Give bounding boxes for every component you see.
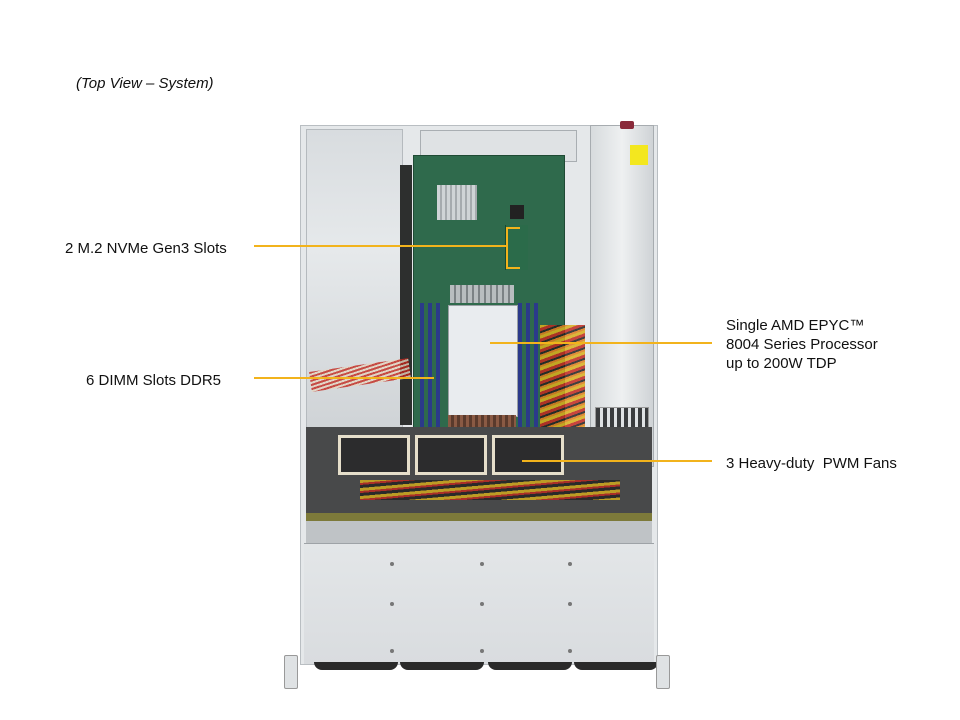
dimm-slot: [420, 303, 424, 428]
m2-nvme-slots: [505, 225, 528, 270]
callout-m2-bracket-top: [506, 227, 520, 229]
rack-ear-left: [284, 655, 298, 689]
fan-module: [492, 435, 564, 475]
callout-m2-bracket-bottom: [506, 267, 520, 269]
screw: [480, 562, 484, 566]
front-cover: [304, 543, 654, 664]
callout-dimm-line: [254, 377, 434, 379]
front-bezel-vent: [400, 662, 484, 670]
vrm-heatsink: [450, 285, 514, 303]
dimm-slot: [518, 303, 522, 428]
screw: [568, 649, 572, 653]
screw: [390, 649, 394, 653]
callout-m2-bracket: [506, 227, 508, 269]
riser-card: [400, 165, 412, 425]
front-bezel-vent: [574, 662, 658, 670]
warning-label-icon: [630, 145, 648, 165]
server-chassis-image: [284, 121, 670, 689]
fan-module: [338, 435, 410, 475]
front-bezel-vent: [314, 662, 398, 670]
callout-dimm-label: 6 DIMM Slots DDR5: [86, 372, 222, 389]
cpu-heatsink: [448, 305, 518, 417]
callout-cpu-line: [490, 342, 712, 344]
drive-cage: [306, 521, 652, 545]
dimm-slot: [534, 303, 538, 428]
fan-module: [415, 435, 487, 475]
dimm-slot: [526, 303, 530, 428]
bmc-chip: [510, 205, 524, 219]
callout-fans-label: 3 Heavy-duty PWM Fans: [726, 455, 897, 472]
screw: [390, 562, 394, 566]
screw: [480, 602, 484, 606]
screw: [390, 602, 394, 606]
dimm-slot: [428, 303, 432, 428]
dimm-slot: [436, 303, 440, 428]
chipset-heatsink: [437, 185, 477, 220]
callout-m2-line: [254, 245, 508, 247]
view-caption: (Top View – System): [76, 75, 214, 92]
screw: [568, 562, 572, 566]
wire-bundle: [360, 480, 620, 500]
screw: [480, 649, 484, 653]
backplane: [306, 513, 652, 521]
front-bezel-vent: [488, 662, 572, 670]
rack-ear-right: [656, 655, 670, 689]
psu-handle: [620, 121, 634, 129]
callout-fans-line: [522, 460, 712, 462]
callout-m2-label: 2 M.2 NVMe Gen3 Slots: [65, 240, 227, 257]
screw: [568, 602, 572, 606]
callout-cpu-label: Single AMD EPYC™ 8004 Series Processor u…: [726, 317, 878, 372]
